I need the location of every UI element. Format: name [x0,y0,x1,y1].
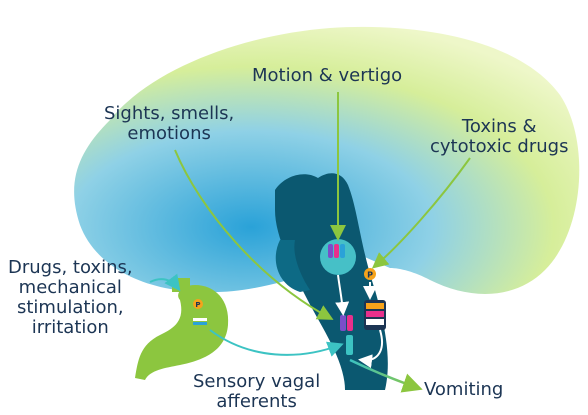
label-vagal-line2: afferents [193,392,320,412]
label-sights-line1: Sights, smells, [104,104,234,124]
arrow-vagal-afferents [210,330,340,355]
vestibular-receptor-purple [328,244,333,258]
label-drugs-line2: mechanical [8,278,133,298]
label-toxins: Toxins & cytotoxic drugs [430,117,568,157]
vestibular-receptor-pink [334,244,339,258]
stomach-icon: P [135,278,228,380]
label-drugs-line1: Drugs, toxins, [8,258,133,278]
ctz-p-receptor-label: P [367,271,373,280]
label-sights-line2: emotions [104,124,234,144]
label-drugs: Drugs, toxins, mechanical stimulation, i… [8,258,133,338]
label-vagal-line1: Sensory vagal [193,372,320,392]
label-drugs-line3: stimulation, [8,298,133,318]
label-toxins-line2: cytotoxic drugs [430,137,568,157]
vomiting-centre-purple-receptor [340,315,346,331]
label-motion: Motion & vertigo [252,66,402,86]
label-drugs-line4: irritation [8,318,133,338]
vomiting-centre-pink-receptor [347,315,353,331]
vestibular-receptor-blue [340,244,345,258]
label-toxins-line1: Toxins & [430,117,568,137]
vomiting-centre-blue-receptor [346,335,353,355]
label-vagal: Sensory vagal afferents [193,372,320,412]
label-vomiting: Vomiting [424,380,503,400]
stomach-p-label: P [195,301,200,309]
label-sights: Sights, smells, emotions [104,104,234,144]
